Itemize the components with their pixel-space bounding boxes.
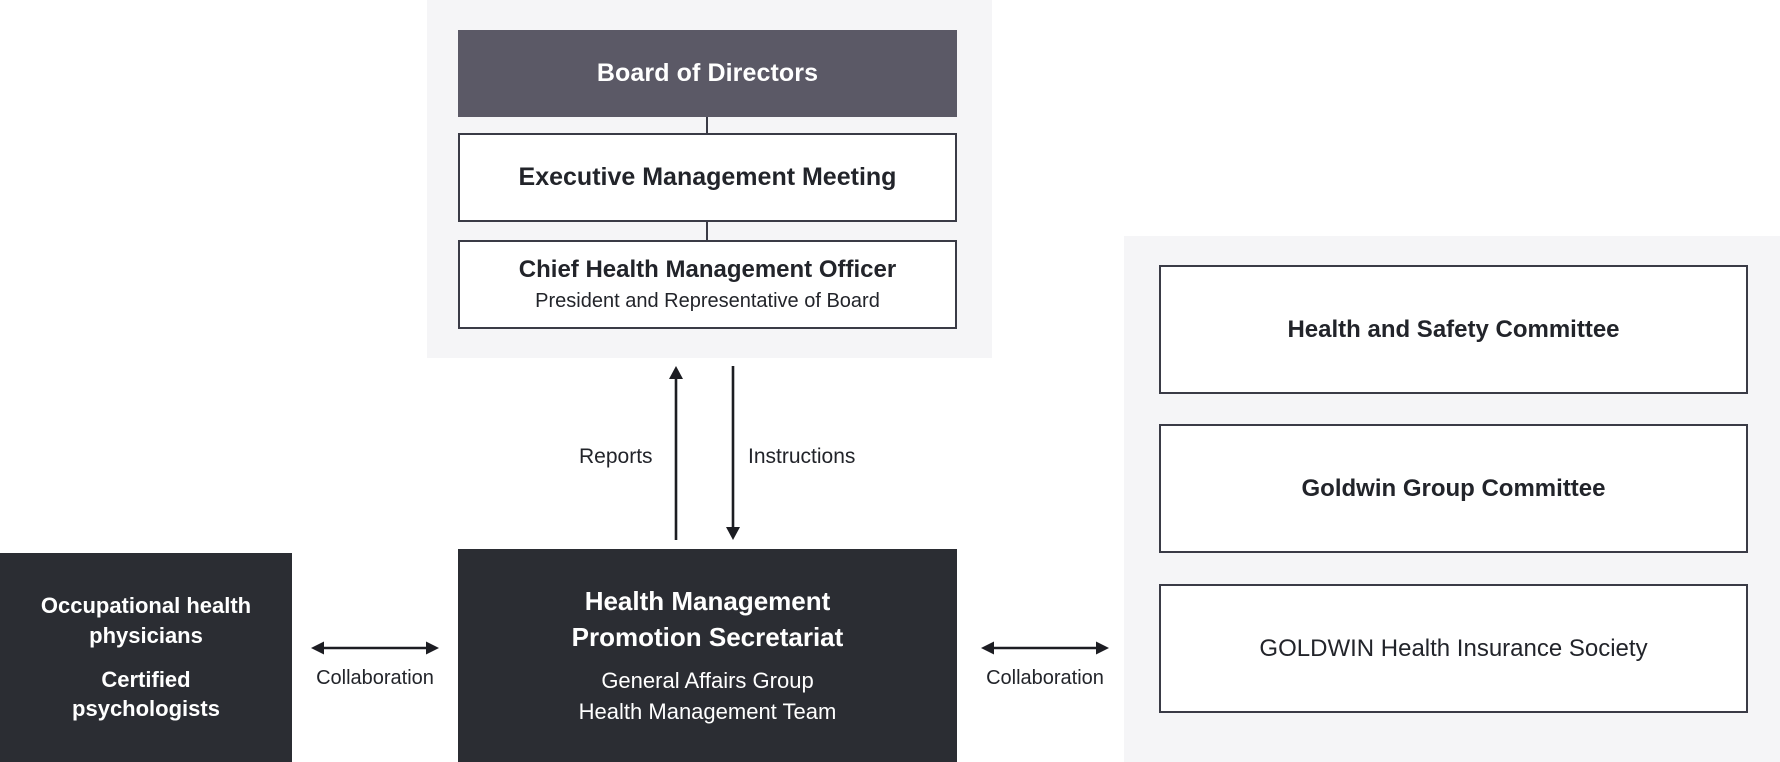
- advisor-line-3: Certified: [101, 666, 191, 692]
- double-arrow-icon: [311, 641, 439, 655]
- collaboration-left: Collaboration: [305, 640, 445, 690]
- board-of-directors-box[interactable]: Board of Directors: [458, 30, 957, 117]
- committee-box-goldwin-group[interactable]: Goldwin Group Committee: [1159, 424, 1748, 553]
- collaboration-right-label: Collaboration: [986, 667, 1104, 689]
- reports-label: Reports: [579, 445, 653, 468]
- executive-management-meeting-box[interactable]: Executive Management Meeting: [458, 133, 957, 222]
- chief-health-management-officer-sublabel: President and Representative of Board: [535, 289, 880, 312]
- reports-arrow: [656, 366, 696, 540]
- board-of-directors-label: Board of Directors: [596, 58, 819, 87]
- committee-box-goldwin-health-insurance-society[interactable]: GOLDWIN Health Insurance Society: [1159, 584, 1748, 713]
- committee-label: GOLDWIN Health Insurance Society: [1259, 634, 1648, 662]
- chief-health-management-officer-box[interactable]: Chief Health Management Officer Presiden…: [458, 240, 957, 329]
- advisor-line-4: psychologists: [72, 696, 220, 722]
- collaboration-right: Collaboration: [975, 640, 1115, 690]
- advisor-line-2: physicians: [89, 622, 203, 648]
- committee-label: Health and Safety Committee: [1287, 315, 1620, 343]
- secretariat-sub-line-2: Health Management Team: [578, 698, 837, 724]
- secretariat-title-line-1: Health Management: [584, 585, 831, 616]
- instructions-arrow: [713, 366, 753, 540]
- advisor-line-1: Occupational health: [40, 593, 252, 619]
- instructions-label: Instructions: [748, 445, 856, 468]
- committee-label: Goldwin Group Committee: [1301, 474, 1606, 502]
- connector-executive-to-chief: [706, 222, 708, 241]
- double-arrow-icon: [981, 641, 1109, 655]
- collaboration-left-label: Collaboration: [316, 667, 434, 689]
- secretariat-title-line-2: Promotion Secretariat: [571, 621, 844, 652]
- secretariat-sub-line-1: General Affairs Group: [601, 667, 814, 693]
- health-management-promotion-secretariat-box[interactable]: Health Management Promotion Secretariat …: [458, 549, 957, 762]
- committee-box-health-and-safety[interactable]: Health and Safety Committee: [1159, 265, 1748, 394]
- external-advisors-box[interactable]: Occupational health physicians Certified…: [0, 553, 292, 762]
- connector-board-to-executive: [706, 117, 708, 134]
- executive-management-meeting-label: Executive Management Meeting: [518, 162, 897, 191]
- chief-health-management-officer-label: Chief Health Management Officer: [518, 256, 897, 284]
